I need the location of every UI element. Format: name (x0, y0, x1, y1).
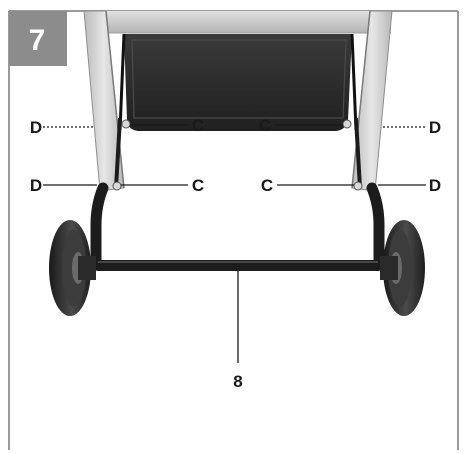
callout-d-top-right: D (429, 118, 441, 137)
leader-lines (43, 124, 426, 363)
callout-item-8: 8 (233, 372, 242, 391)
callout-c-bottom-left: C (192, 176, 204, 195)
callout-c-top-left: C (192, 116, 204, 135)
callout-d-bottom-right: D (429, 176, 441, 195)
callout-c-bottom-right: C (261, 176, 273, 195)
callout-c-top-right: C (259, 116, 271, 135)
figure-number: 7 (29, 24, 46, 57)
sawdust-tray (118, 33, 358, 131)
bolt-bottom-right (353, 181, 363, 191)
left-leg (83, 10, 125, 192)
bolt-top-right (342, 119, 352, 129)
wheel-frame-tube (90, 182, 385, 271)
brace-rods (114, 117, 362, 189)
bolt-top-left (121, 119, 131, 129)
callout-d-top-left: D (30, 118, 42, 137)
left-wheel (49, 220, 96, 316)
figure-number-badge: 7 (9, 11, 67, 66)
callout-d-bottom-left: D (30, 176, 42, 195)
right-wheel (380, 220, 425, 316)
bolt-bottom-left (112, 181, 122, 191)
bolts (112, 119, 363, 191)
table-top-edge (86, 11, 391, 34)
